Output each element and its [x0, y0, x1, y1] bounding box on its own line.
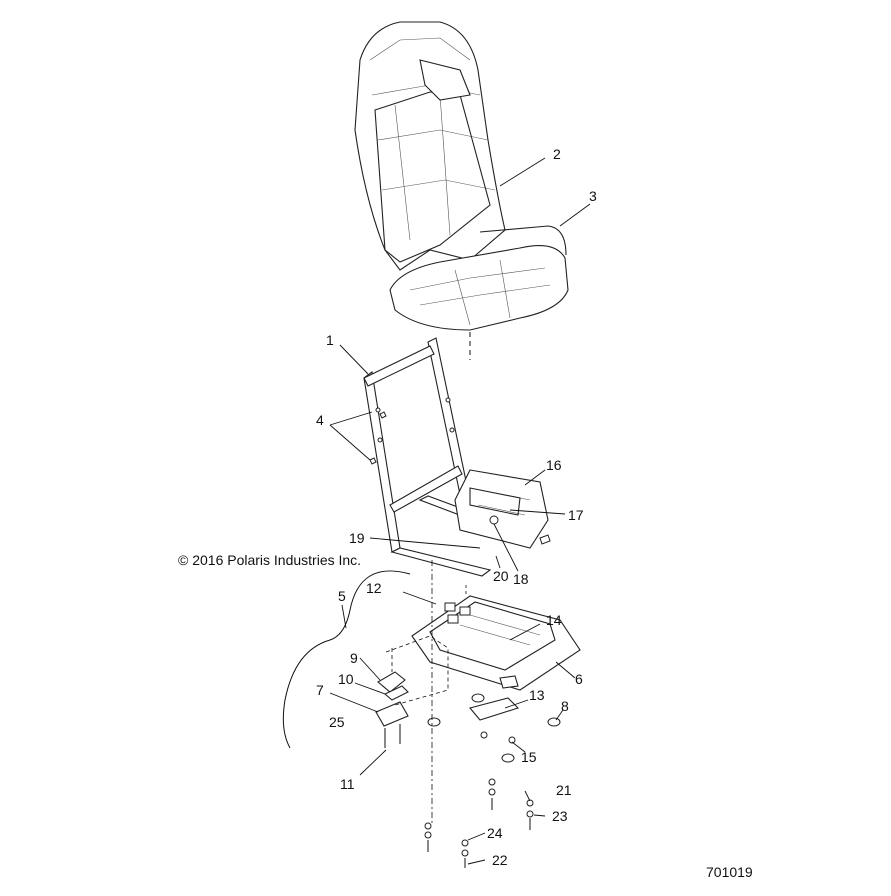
callout-20: 20 — [493, 568, 509, 584]
callout-5-group-curve — [282, 570, 411, 749]
callout-5: 5 — [338, 588, 346, 604]
callout-8: 8 — [561, 698, 569, 714]
callout-10: 10 — [338, 671, 354, 687]
callout-25: 25 — [329, 714, 345, 730]
callout-13: 13 — [529, 687, 545, 703]
callout-9: 9 — [350, 650, 358, 666]
seat-backrest — [354, 21, 506, 271]
seat-frame — [363, 337, 522, 577]
callout-11: 11 — [340, 776, 355, 792]
frame-bolts — [369, 411, 387, 465]
callout-24: 24 — [487, 825, 503, 841]
callout-6: 6 — [575, 671, 583, 687]
callout-19: 19 — [349, 530, 365, 546]
latch-assembly — [375, 671, 409, 748]
callout-15: 15 — [521, 749, 537, 765]
callout-4: 4 — [316, 412, 324, 428]
callout-14: 14 — [546, 612, 562, 628]
seat-bracket — [454, 469, 551, 549]
callout-1: 1 — [326, 332, 334, 348]
callout-labels: 1 2 3 4 5 6 7 8 9 10 11 12 13 14 15 16 1… — [316, 146, 597, 868]
assembly-guide-lines — [385, 560, 467, 825]
callout-12: 12 — [366, 580, 382, 596]
callout-2: 2 — [553, 146, 561, 162]
copyright-notice: © 2016 Polaris Industries Inc. — [178, 552, 361, 568]
callout-21: 21 — [556, 782, 572, 798]
fastener-stack — [424, 778, 534, 868]
callout-leaders — [329, 157, 591, 865]
callout-22: 22 — [492, 852, 508, 868]
diagram-part-number: 701019 — [706, 864, 753, 880]
callout-18: 18 — [513, 571, 529, 587]
callout-17: 17 — [568, 507, 584, 523]
seat-cushion — [389, 225, 569, 331]
slider-mount-plate — [427, 693, 561, 763]
callout-23: 23 — [552, 808, 568, 824]
callout-7: 7 — [316, 682, 324, 698]
slider-base — [411, 595, 581, 691]
callout-3: 3 — [589, 188, 597, 204]
callout-16: 16 — [546, 457, 562, 473]
